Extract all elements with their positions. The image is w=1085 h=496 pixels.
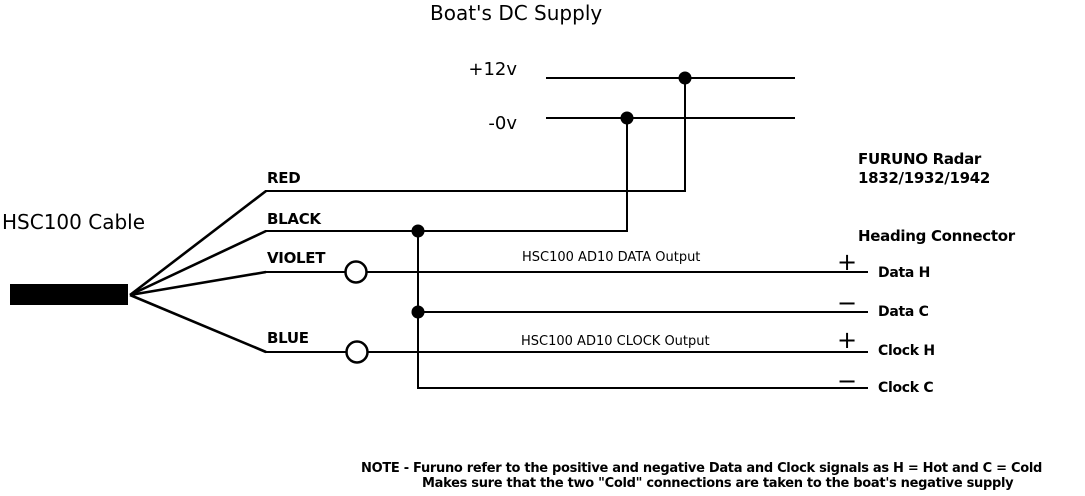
heading-connector-label: Heading Connector [858,227,1015,245]
breakout-ring-blue [345,340,369,364]
polarity-minus-data-c: − [836,289,858,317]
junction-dot-black [411,224,425,238]
wire-label-red: RED [267,169,301,187]
terminal-label-data-h: Data H [878,265,930,281]
junction-dot-0v [620,111,634,125]
wire-label-blue: BLUE [267,329,309,347]
note-line-1: NOTE - Furuno refer to the positive and … [361,461,1043,476]
radar-models-label: 1832/1932/1942 [858,169,991,187]
ground-branch-clock-c-path [417,231,868,389]
cable-label: HSC100 Cable [2,210,146,234]
terminal-label-clock-h: Clock H [878,343,935,359]
data-output-label: HSC100 AD10 DATA Output [522,250,701,265]
wire-label-black: BLACK [267,210,321,228]
terminal-label-data-c: Data C [878,304,929,320]
breakout-ring-violet [344,260,368,284]
wire-fanout-red [129,189,267,297]
supply-minus-label: -0v [488,113,517,134]
wire-fanout-blue [129,293,267,354]
polarity-plus-clock-h: + [836,326,858,354]
wire-fanout-violet [129,270,267,297]
cable-body [10,284,128,305]
wire-fanout-black [129,229,267,297]
polarity-minus-clock-c: − [836,367,858,395]
supply-plus-label: +12v [468,59,517,80]
terminal-label-clock-c: Clock C [878,380,934,396]
polarity-plus-data-h: + [836,248,858,276]
note-line-2: Makes sure that the two "Cold" connectio… [422,476,1014,491]
red-wire-path [265,78,686,192]
clock-output-label: HSC100 AD10 CLOCK Output [521,334,710,349]
radar-name-label: FURUNO Radar [858,150,982,168]
junction-dot-plus12v [678,71,692,85]
wire-label-violet: VIOLET [267,249,326,267]
page-title: Boat's DC Supply [430,1,603,25]
junction-dot-data-c [411,305,425,319]
black-wire-path [265,118,628,232]
